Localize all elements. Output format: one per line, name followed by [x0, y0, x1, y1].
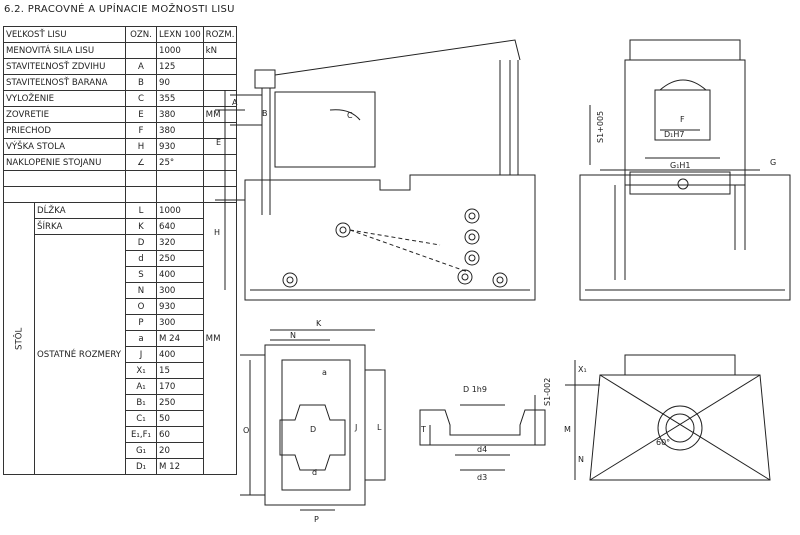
slot-section-view	[419, 395, 546, 471]
base-plate-view	[565, 354, 771, 481]
label-D1H7: D₁H7	[664, 130, 684, 139]
label-60deg: 60°	[656, 438, 670, 447]
page-title: 6.2. PRACOVNÉ A UPÍNACIE MOŽNOSTI LISU	[4, 4, 235, 15]
label-G: G	[770, 158, 776, 167]
label-A: A	[232, 98, 238, 107]
table-row: NAKLOPENIE STOJANU∠25°	[3, 154, 238, 171]
label-S1-section: S1-002	[543, 378, 552, 406]
label-D: D	[310, 425, 316, 434]
label-J: J	[354, 423, 357, 432]
label-S1-front: S1+005	[596, 111, 605, 143]
label-G1H1: G₁H1	[670, 161, 691, 170]
table-row: STÔL DĹŽKA L 1000 MM	[3, 202, 238, 475]
label-B: B	[262, 109, 268, 118]
other-dims-unit: MM	[202, 202, 238, 475]
label-N: N	[290, 331, 296, 340]
spec-table: VEĽKOSŤ LISU OZN. LEXN 100 ROZM. MENOVIT…	[3, 26, 238, 475]
label-H: H	[214, 228, 220, 237]
label-d: d	[312, 468, 317, 477]
label-a: a	[322, 368, 327, 377]
label-d3: d3	[477, 473, 487, 482]
label-C: C	[347, 111, 353, 120]
label-T: T	[420, 425, 426, 434]
label-X1: X₁	[578, 365, 587, 374]
label-O: O	[243, 426, 249, 435]
label-K: K	[316, 319, 322, 328]
label-E: E	[216, 138, 221, 147]
other-dims-label: OSTATNÉ ROZMERY	[34, 234, 126, 475]
press-front-view	[579, 39, 791, 301]
label-F: F	[680, 115, 685, 124]
label-M: M	[564, 425, 571, 434]
label-P: P	[314, 515, 319, 524]
label-L: L	[377, 423, 382, 432]
table-row-empty	[3, 186, 238, 203]
table-plan-view	[240, 329, 386, 511]
label-N-base: N	[578, 455, 584, 464]
label-D1h9: D 1h9	[463, 385, 487, 394]
table-row-empty	[3, 170, 238, 187]
label-d4: d4	[477, 445, 487, 454]
press-side-view	[215, 39, 536, 301]
